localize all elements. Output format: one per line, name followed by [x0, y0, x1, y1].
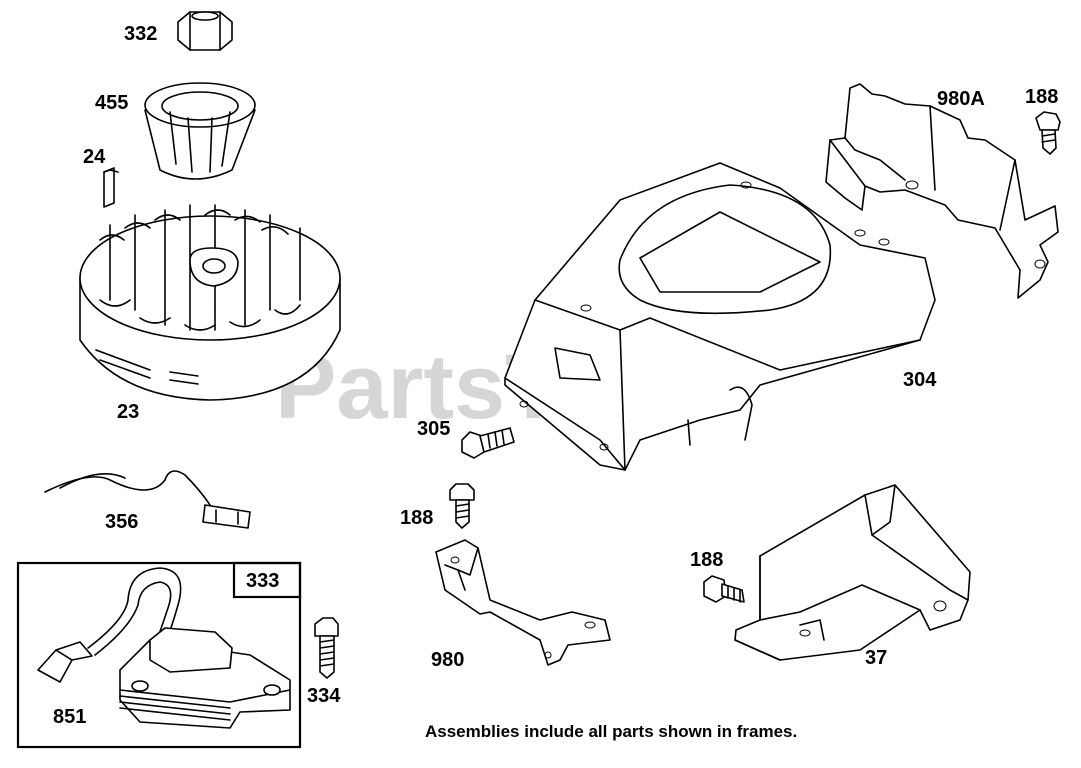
label-188-right: 188 — [690, 549, 723, 571]
label-356: 356 — [105, 511, 138, 533]
label-24: 24 — [83, 146, 106, 168]
label-851: 851 — [53, 706, 86, 728]
label-188-mid: 188 — [400, 507, 433, 529]
part-37-deflector[interactable] — [734, 484, 971, 661]
part-356-wire[interactable] — [44, 470, 251, 529]
label-980: 980 — [431, 649, 464, 671]
part-332-nut[interactable] — [177, 11, 233, 51]
label-37: 37 — [865, 647, 887, 669]
part-24-key[interactable] — [103, 167, 119, 208]
label-305: 305 — [417, 418, 450, 440]
label-334: 334 — [307, 685, 341, 707]
assemblies-note: Assemblies include all parts shown in fr… — [425, 722, 797, 741]
part-23-flywheel[interactable] — [79, 204, 341, 401]
part-980a-bracket[interactable] — [825, 83, 1059, 299]
part-305-bolt[interactable] — [461, 427, 515, 459]
label-333: 333 — [246, 570, 279, 592]
part-188-screw-mid[interactable] — [449, 483, 475, 529]
label-188-top: 188 — [1025, 86, 1058, 108]
part-851-armature[interactable] — [37, 567, 291, 729]
label-980a: 980A — [937, 88, 985, 110]
label-304: 304 — [903, 369, 937, 391]
label-455: 455 — [95, 92, 128, 114]
part-455-cup[interactable] — [144, 82, 256, 180]
part-188-screw-right[interactable] — [703, 575, 745, 603]
part-333-ignition-assembly-frame[interactable] — [16, 561, 302, 749]
label-332: 332 — [124, 23, 157, 45]
part-188-screw-top[interactable] — [1035, 111, 1061, 155]
part-980-bracket[interactable] — [435, 539, 611, 666]
part-304-blower-housing[interactable] — [504, 162, 936, 471]
label-23: 23 — [117, 401, 139, 423]
part-334-screw[interactable] — [314, 617, 339, 679]
